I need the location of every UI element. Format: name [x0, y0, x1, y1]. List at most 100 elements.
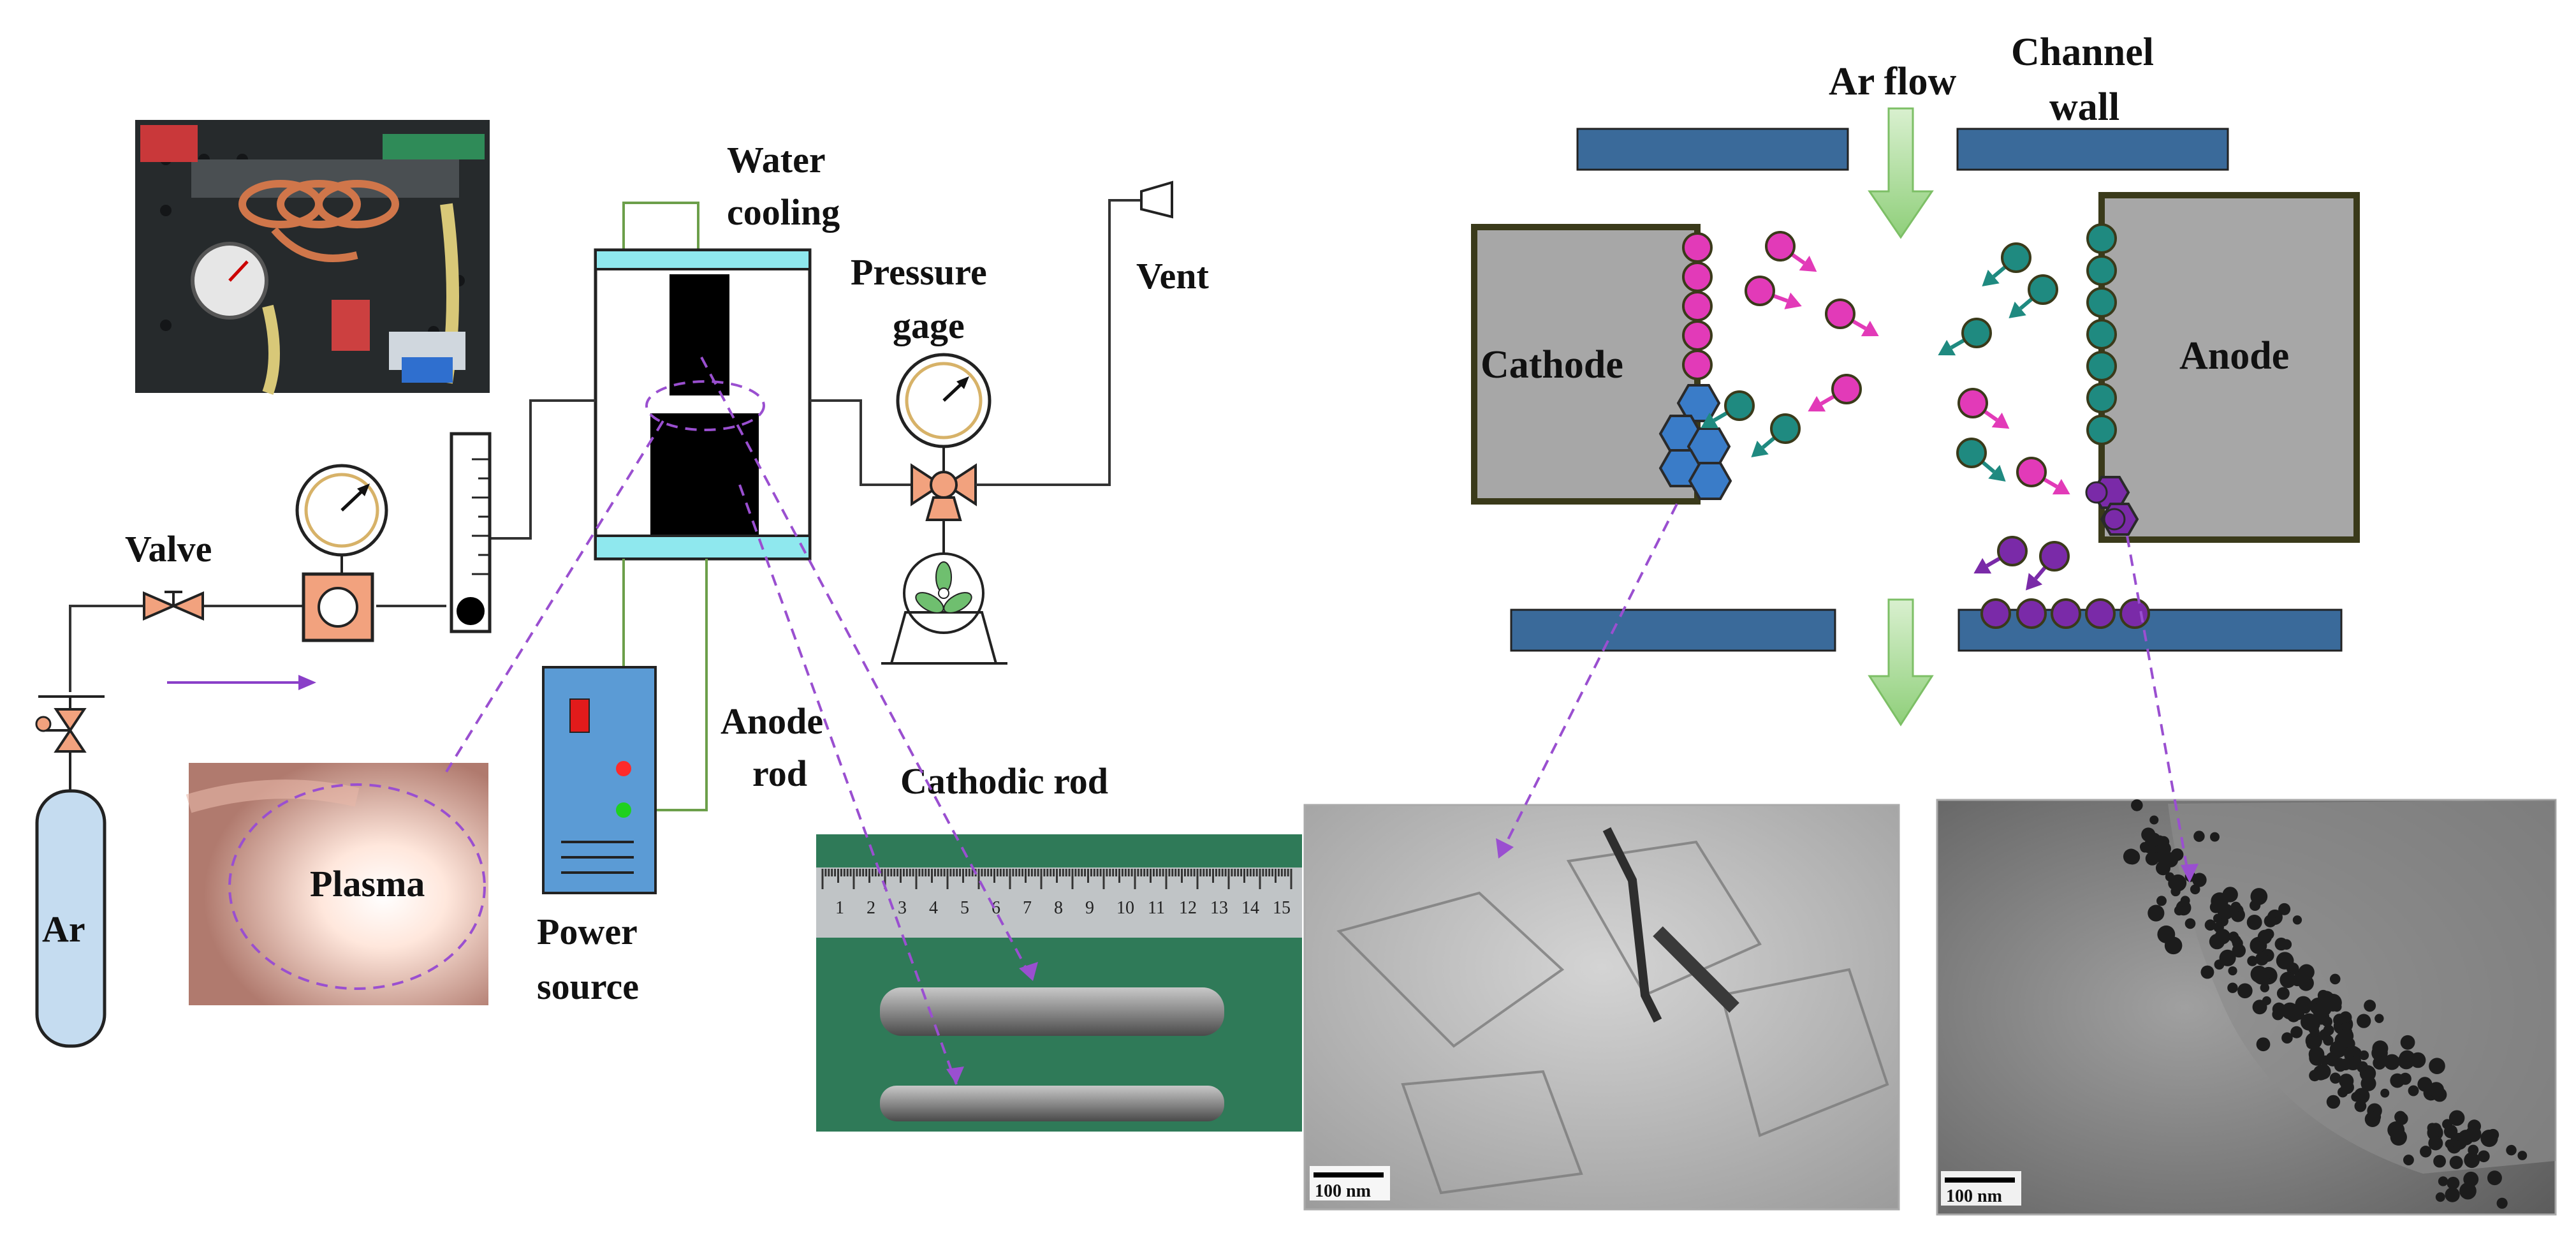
- valve-label: Valve: [125, 528, 212, 570]
- nanoparticle-dot: [2272, 1008, 2284, 1021]
- nanoparticle-dot: [2433, 1155, 2447, 1168]
- nanoparticle-dot: [2292, 915, 2302, 925]
- cathode-label: Cathode: [1481, 343, 1623, 387]
- pressure-gage-icon: [896, 353, 992, 448]
- nanoparticle-dot: [2496, 1197, 2508, 1209]
- nanoparticle-dot: [2149, 815, 2159, 825]
- nanoparticle-dot: [2403, 1155, 2414, 1165]
- nanoparticle-dot: [2341, 1022, 2351, 1032]
- nanoparticle-dot: [2228, 966, 2237, 976]
- particle: [1973, 536, 2028, 574]
- flying-particles: [1701, 231, 2070, 591]
- outlet-line: [810, 399, 912, 486]
- particle: [2026, 541, 2070, 591]
- water-cooling-label-2: cooling: [727, 191, 840, 233]
- nanoparticle-dot: [2169, 874, 2187, 892]
- anode-surface-spheres: [2086, 223, 2117, 445]
- nanoparticle-dot: [2487, 1170, 2502, 1186]
- nanoparticle-dot: [2252, 1000, 2267, 1015]
- anode-purple-spheres: [2085, 481, 2126, 531]
- nanoparticle-dot: [2256, 1037, 2271, 1052]
- gas-line: [69, 605, 446, 692]
- nanoparticle-dot: [2305, 1032, 2322, 1049]
- nanoparticle-dot: [2308, 1046, 2325, 1063]
- arrowhead-anode-tem: [2181, 864, 2199, 883]
- apparatus-photo: [135, 120, 490, 395]
- nanoparticle-dot: [2227, 982, 2238, 993]
- nanoparticle-dot: [2281, 1032, 2293, 1044]
- nanoparticle-dot: [2326, 1095, 2341, 1109]
- nanoparticle-dot: [2309, 1070, 2321, 1082]
- ruler-number: 15: [1273, 898, 1291, 918]
- nanoparticle-dot: [2427, 1123, 2438, 1133]
- nanoparticle-dot: [2250, 965, 2268, 983]
- tem-image-right: [1936, 799, 2557, 1216]
- tem-image-left: [1303, 804, 1900, 1211]
- nanoparticle-dot: [2445, 1139, 2454, 1149]
- cathode-block: [1471, 224, 1701, 505]
- nanoparticle-dot: [2214, 929, 2230, 945]
- nanoparticle-dot: [2287, 1008, 2301, 1022]
- nanoparticle-dot: [2357, 1063, 2366, 1073]
- nanoparticle-dot: [2364, 1000, 2376, 1012]
- nanoparticle-dot: [2375, 1014, 2384, 1023]
- nanoparticle-dot: [2200, 965, 2214, 979]
- ar-flow-arrow-top: [1868, 107, 1934, 239]
- nanoparticle-dot: [2400, 1035, 2415, 1050]
- nanoparticle-dot: [2276, 987, 2290, 1000]
- ar-flow-arrow-bottom: [1868, 598, 1934, 727]
- arrowhead-cathode-tem: [1496, 838, 1514, 859]
- scale-bar-right-box: [1941, 1171, 2021, 1206]
- nanoparticle-dot: [2390, 1128, 2407, 1146]
- nanoparticle-dot: [2209, 832, 2220, 842]
- nanoparticle-dot: [2156, 841, 2171, 857]
- particle: [1825, 299, 1879, 337]
- nanoparticle-dot: [2163, 852, 2179, 867]
- plasma-label: Plasma: [310, 863, 425, 904]
- particle: [1701, 390, 1755, 429]
- power-source-label: Power: [537, 911, 638, 952]
- nanoparticle-dot: [2295, 996, 2312, 1013]
- particle: [1982, 242, 2031, 286]
- nanoparticle-dot: [2323, 1024, 2334, 1036]
- nanoparticle-dot: [2257, 929, 2272, 945]
- nanoparticle-dot: [2397, 1052, 2415, 1070]
- ruler-number: 5: [960, 898, 969, 918]
- nanoparticle-dot: [2394, 1111, 2407, 1123]
- ruler-number: 8: [1054, 898, 1063, 918]
- wall-deposit-spheres: [1980, 598, 2150, 629]
- ruler-number: 3: [898, 898, 907, 918]
- arrowhead-cathode: [946, 1067, 964, 1084]
- outlet-valve-icon: [911, 447, 977, 555]
- chamber: [594, 248, 812, 561]
- gas-line-to-chamber: [472, 399, 596, 540]
- ruler-number: 14: [1241, 898, 1259, 918]
- nanoparticle-dot: [2209, 901, 2222, 913]
- nanoparticle-dot: [2506, 1144, 2517, 1156]
- pointer-cathode-to-tem: [1501, 503, 1678, 852]
- plasma-region-marker: [645, 380, 765, 431]
- particle: [1938, 318, 1992, 356]
- channel-wall-label: Channel: [2011, 31, 2154, 74]
- nanoparticle-dot: [2281, 939, 2292, 950]
- nanoparticle-dot: [2193, 830, 2205, 842]
- plasma-photo: [186, 763, 488, 1005]
- ar-cylinder: [35, 695, 106, 1048]
- nanoparticle-dot: [2250, 888, 2268, 905]
- nanoparticle-dot: [2364, 1111, 2381, 1127]
- nanoparticle-dot: [2231, 935, 2241, 945]
- arrowhead-anode: [1019, 962, 1038, 981]
- nanoparticle-dot: [2239, 984, 2251, 995]
- vent-icon: [1140, 181, 1173, 219]
- anode-block: [2098, 192, 2360, 543]
- nanoparticle-dot: [2420, 1146, 2432, 1158]
- nanoparticle-dot: [2449, 1155, 2463, 1169]
- nanoparticle-dot: [2312, 1003, 2328, 1019]
- channel-wall-label-2: wall: [2049, 85, 2119, 129]
- power-source-label-2: source: [537, 966, 639, 1007]
- ruler-number: 4: [929, 898, 938, 918]
- nanoparticle-dot: [2219, 949, 2236, 966]
- nanoparticle-dot: [2429, 1058, 2445, 1075]
- nanoparticle-dot: [2232, 943, 2246, 958]
- particle: [1751, 413, 1801, 457]
